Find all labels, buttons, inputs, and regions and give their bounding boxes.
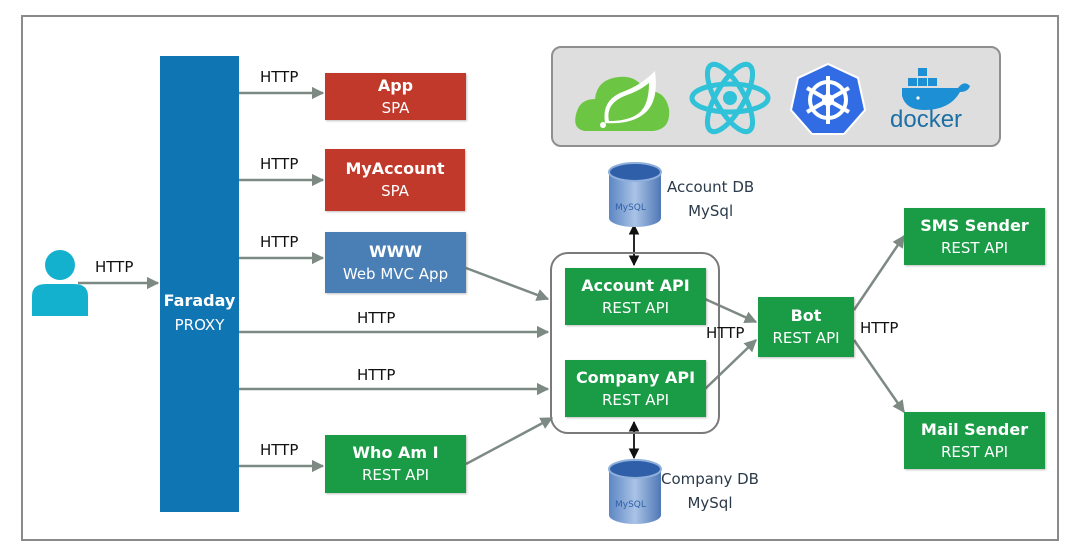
spring-cloud-icon [575, 71, 670, 131]
account-db-label: Account DB MySql [667, 175, 754, 223]
link-label-app: HTTP [260, 68, 299, 86]
app-title: App [377, 75, 414, 95]
www-subtitle: Web MVC App [342, 264, 449, 283]
link-label-www: HTTP [260, 233, 299, 251]
diagram-frame [21, 15, 1059, 541]
bot-subtitle: REST API [772, 329, 840, 347]
bot-in-link-label: HTTP [706, 324, 745, 342]
bot-out-link-label: HTTP [860, 319, 899, 337]
link-label-direct-1: HTTP [357, 309, 396, 327]
company-api-title: Company API [575, 367, 696, 387]
sms-sender-box[interactable]: SMS Sender REST API [904, 208, 1045, 265]
arrow-account-to-bot [704, 297, 758, 324]
link-label-direct-2: HTTP [357, 366, 396, 384]
bot-box[interactable]: Bot REST API [758, 297, 854, 357]
user-link-label: HTTP [95, 258, 134, 276]
company-db-engine: MySql [687, 494, 733, 512]
core-services-group [550, 252, 720, 434]
account-db-cylinder-icon: MySQL [608, 162, 662, 227]
company-api-subtitle: REST API [601, 390, 670, 409]
www-box[interactable]: WWW Web MVC App [325, 232, 466, 293]
myaccount-spa-box[interactable]: MyAccount SPA [325, 149, 465, 211]
proxy-subtitle: PROXY [174, 316, 225, 334]
link-label-myaccount: HTTP [260, 155, 299, 173]
company-db-logo-text: MySQL [615, 500, 646, 510]
docker-icon: docker [888, 66, 972, 136]
user-icon [32, 250, 88, 316]
account-db-name: Account DB [667, 178, 755, 196]
company-db-label: Company DB MySql [661, 467, 759, 515]
bot-title: Bot [790, 306, 822, 325]
link-label-whoami: HTTP [260, 441, 299, 459]
mail-sender-title: Mail Sender [920, 419, 1029, 439]
arrow-whoami-to-services [465, 416, 554, 466]
react-icon [689, 61, 771, 135]
account-db-engine: MySql [688, 202, 734, 220]
whoami-title: Who Am I [352, 443, 439, 462]
arrow-company-to-bot [704, 339, 757, 390]
arrow-bot-to-sms [852, 234, 906, 311]
company-db-cylinder-icon: MySQL [608, 459, 662, 524]
app-subtitle: SPA [381, 98, 410, 117]
account-api-box[interactable]: Account API REST API [565, 268, 706, 325]
faraday-proxy[interactable]: Faraday PROXY [160, 56, 239, 512]
account-api-title: Account API [581, 275, 690, 295]
mail-sender-subtitle: REST API [940, 442, 1009, 461]
www-title: WWW [369, 241, 422, 261]
kubernetes-icon [790, 62, 866, 135]
whoami-subtitle: REST API [361, 466, 430, 484]
account-db-logo-text: MySQL [615, 203, 646, 213]
company-db-name: Company DB [661, 470, 759, 488]
app-spa-box[interactable]: App SPA [325, 73, 466, 120]
arrow-www-to-services [465, 266, 550, 301]
company-api-box[interactable]: Company API REST API [565, 360, 706, 417]
sms-sender-title: SMS Sender [920, 215, 1029, 235]
arrow-bot-to-mail [852, 339, 906, 414]
myaccount-subtitle: SPA [381, 182, 409, 200]
mail-sender-box[interactable]: Mail Sender REST API [904, 412, 1045, 469]
proxy-title: Faraday [163, 291, 236, 310]
account-api-subtitle: REST API [601, 298, 670, 317]
myaccount-title: MyAccount [345, 159, 445, 178]
whoami-box[interactable]: Who Am I REST API [325, 435, 466, 493]
docker-label: docker [890, 106, 963, 133]
sms-sender-subtitle: REST API [940, 238, 1009, 257]
